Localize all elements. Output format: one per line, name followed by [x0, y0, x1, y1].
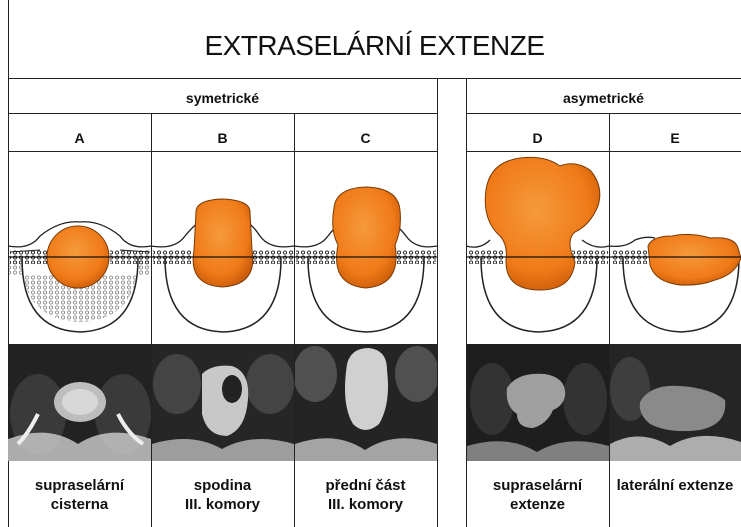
caption-a: supraselární cisterna	[8, 476, 151, 514]
caption-b: spodina III. komory	[151, 476, 294, 514]
diagram-e	[609, 234, 741, 332]
mri-image-e	[610, 344, 741, 461]
caption-e: laterální extenze	[609, 476, 741, 495]
caption-b-line2: III. komory	[151, 495, 294, 514]
mri-image-b	[152, 344, 294, 461]
diagram-b	[151, 199, 294, 332]
mri-image-d	[467, 344, 609, 461]
caption-e-line1: laterální extenze	[609, 476, 741, 495]
caption-b-line1: spodina	[151, 476, 294, 495]
caption-a-line2: cisterna	[8, 495, 151, 514]
caption-d: supraselární extenze	[466, 476, 609, 514]
caption-d-line1: supraselární	[466, 476, 609, 495]
diagram-c	[294, 187, 437, 332]
mri-image-a	[8, 344, 151, 461]
caption-c: přední část III. komory	[294, 476, 437, 514]
diagram-a	[8, 222, 151, 332]
mri-image-c	[295, 344, 437, 461]
diagram-d	[466, 157, 609, 332]
caption-a-line1: supraselární	[8, 476, 151, 495]
caption-d-line2: extenze	[466, 495, 609, 514]
caption-c-line1: přední část	[294, 476, 437, 495]
caption-c-line2: III. komory	[294, 495, 437, 514]
